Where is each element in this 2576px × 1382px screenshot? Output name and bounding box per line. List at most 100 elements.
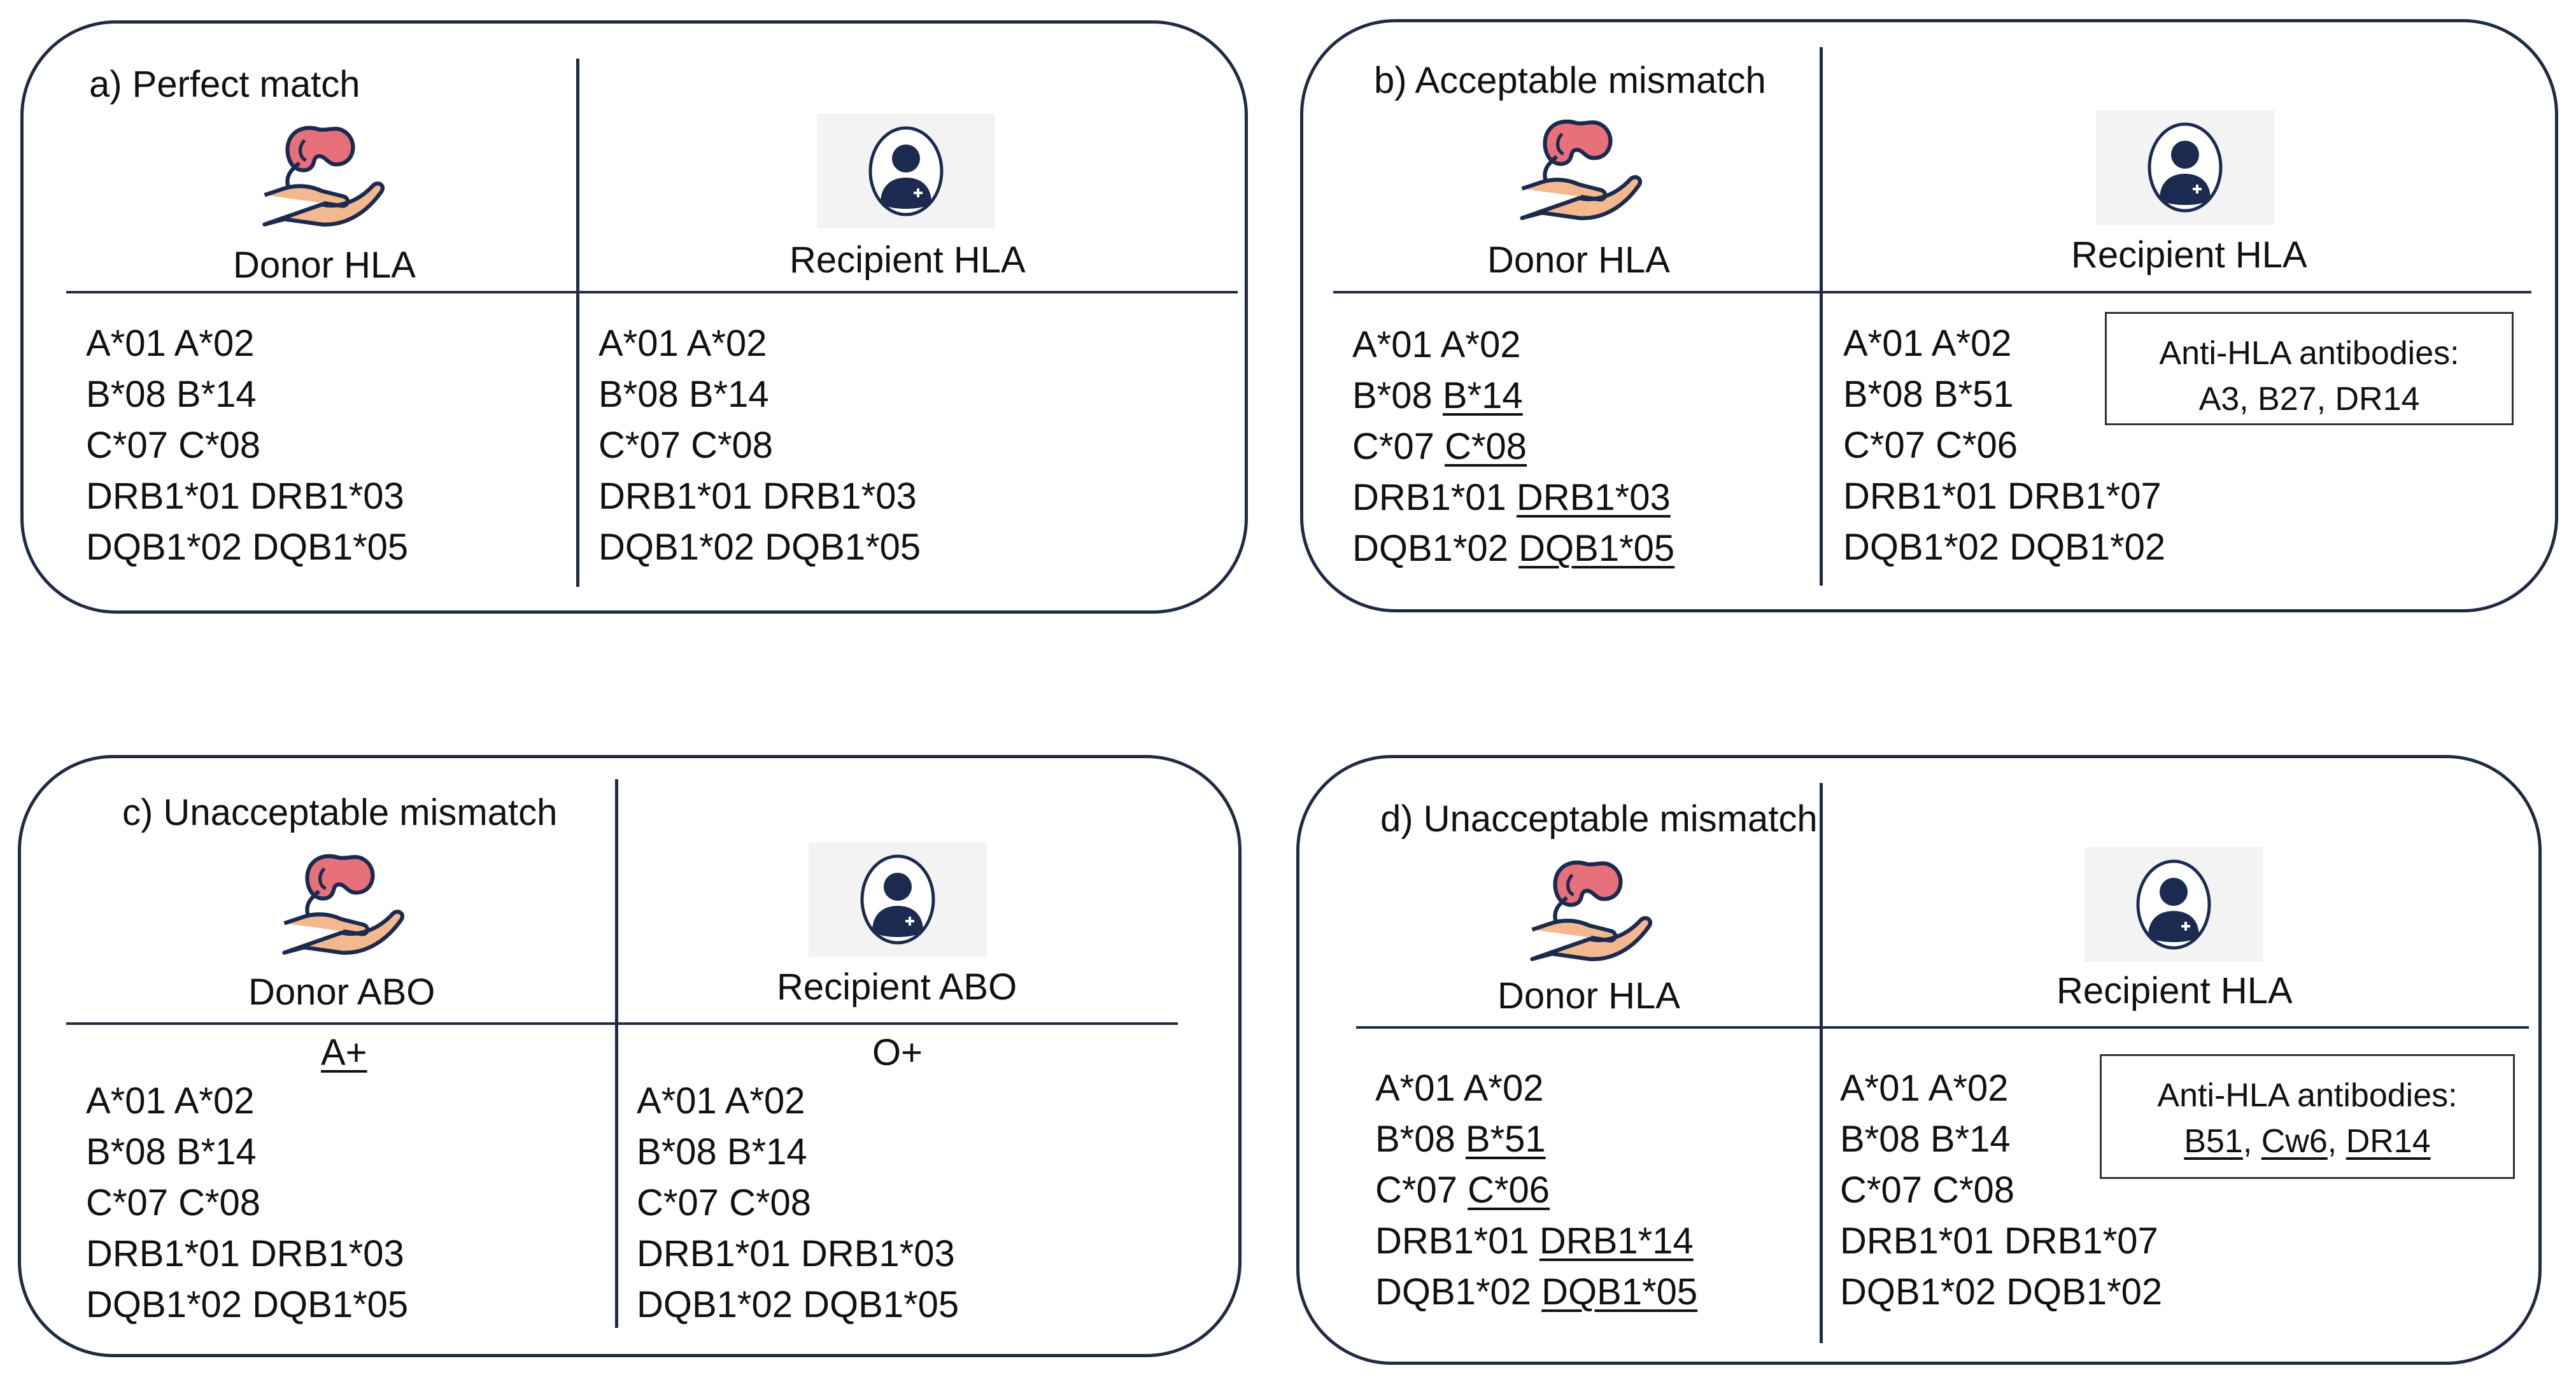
allele-text: A*01 A*02 — [1352, 324, 1521, 365]
allele-row: A*01 A*02 — [598, 318, 921, 369]
allele-row: B*08 B*14 — [86, 1127, 408, 1178]
allele-row: C*07 C*06 — [1375, 1165, 1697, 1216]
panel-c-header-rule — [66, 1022, 1178, 1025]
antibody-title: Anti-HLA antibodies: — [2157, 1077, 2458, 1114]
donor-abo: A+ — [321, 1032, 367, 1073]
allele-text: DQB1*02 DQB1*05 — [86, 526, 409, 568]
panel-c-divider — [615, 779, 618, 1328]
allele-row: A*01 A*02 — [1375, 1063, 1697, 1114]
allele-text: DRB1*01 — [1352, 477, 1517, 518]
allele-row: B*08 B*51 — [1843, 369, 2165, 420]
allele-row: B*08 B*51 — [1375, 1114, 1697, 1165]
mismatch-allele: B51 — [2184, 1123, 2243, 1160]
allele-text: DRB1*01 — [1375, 1220, 1539, 1262]
allele-text: B*08 B*14 — [86, 1131, 257, 1173]
allele-row: DQB1*02 DQB1*05 — [637, 1280, 959, 1330]
mismatch-allele: DQB1*05 — [1518, 528, 1675, 569]
allele-text: A3, B27, DR14 — [2198, 381, 2420, 418]
allele-row: DRB1*01 DRB1*03 — [598, 471, 921, 522]
allele-row: DRB1*01 DRB1*07 — [1840, 1216, 2162, 1267]
allele-text: B*08 — [1352, 375, 1443, 416]
allele-row: A*01 A*02 — [1352, 320, 1674, 370]
mismatch-allele: DRB1*03 — [1516, 477, 1671, 518]
allele-row: DQB1*02 DQB1*05 — [86, 522, 408, 573]
allele-row: A*01 A*02 — [86, 1076, 408, 1127]
panel-b-frame — [1300, 19, 2558, 612]
mismatch-allele: B*51 — [1465, 1118, 1546, 1160]
mismatch-allele: C*06 — [1468, 1169, 1550, 1211]
recipient-abo: O+ — [872, 1032, 923, 1073]
allele-row: C*07 C*08 — [637, 1178, 959, 1229]
panel-a-title: a) Perfect match — [89, 64, 360, 105]
kidney-in-hand-icon — [278, 844, 411, 965]
allele-text: A*01 A*02 — [1840, 1068, 2009, 1109]
allele-row: B*08 B*14 — [86, 369, 408, 420]
allele-row: B*08 B*14 — [598, 369, 921, 420]
allele-text: C*07 C*08 — [637, 1182, 812, 1223]
recipient-label: Recipient HLA — [2071, 234, 2307, 276]
allele-row: C*07 C*08 — [1352, 421, 1674, 472]
allele-text: B*08 B*14 — [1840, 1118, 2011, 1160]
donor-label: Donor HLA — [1487, 239, 1670, 281]
allele-row: DRB1*01 DRB1*03 — [1352, 472, 1674, 523]
allele-text: DRB1*01 DRB1*03 — [86, 476, 404, 517]
allele-text: DRB1*01 DRB1*03 — [598, 476, 917, 517]
recipient-label: Recipient HLA — [789, 239, 1026, 281]
mismatch-allele: C*08 — [1445, 426, 1527, 467]
antibody-box: Anti-HLA antibodies: B51, Cw6, DR14 — [2100, 1054, 2515, 1179]
allele-text: DQB1*02 DQB1*02 — [1843, 526, 2166, 568]
allele-text: A*01 A*02 — [86, 1080, 255, 1122]
panel-b-divider — [1820, 47, 1823, 586]
allele-text: A*01 A*02 — [637, 1080, 805, 1122]
panel-d-frame — [1296, 755, 2542, 1365]
panel-d-title: d) Unacceptable mismatch — [1380, 798, 1818, 840]
antibody-title: Anti-HLA antibodies: — [2159, 335, 2459, 372]
allele-text: C*07 C*08 — [598, 425, 774, 466]
antibody-list: A3, B27, DR14 — [2107, 376, 2512, 422]
panel-b-header-rule — [1333, 291, 2531, 293]
allele-row: DRB1*01 DRB1*03 — [86, 1229, 408, 1280]
allele-row: DQB1*02 DQB1*05 — [1352, 523, 1674, 574]
kidney-in-hand-icon — [258, 116, 392, 237]
allele-text: C*07 C*08 — [1840, 1169, 2015, 1211]
patient-avatar-icon — [809, 842, 987, 957]
antibody-box: Anti-HLA antibodies: A3, B27, DR14 — [2105, 312, 2514, 425]
patient-avatar-icon — [2084, 847, 2263, 962]
allele-row: DQB1*02 DQB1*05 — [86, 1280, 408, 1330]
allele-row: DQB1*02 DQB1*02 — [1843, 522, 2165, 573]
donor-label: Donor HLA — [233, 244, 416, 286]
mismatch-allele: B*14 — [1442, 375, 1523, 416]
allele-text: DQB1*02 DQB1*05 — [86, 1284, 409, 1325]
allele-row: A*01 A*02 — [1843, 318, 2165, 369]
allele-row: B*08 B*14 — [637, 1127, 959, 1178]
allele-text: A*01 A*02 — [86, 323, 255, 364]
allele-row: C*07 C*08 — [86, 1178, 408, 1229]
allele-text: B*08 B*51 — [1843, 374, 2014, 415]
recipient-label: Recipient HLA — [2056, 970, 2293, 1012]
allele-text: C*07 C*08 — [86, 1182, 261, 1223]
patient-avatar-icon — [2096, 109, 2274, 225]
panel-c-title: c) Unacceptable mismatch — [122, 792, 558, 833]
panel-d-divider — [1820, 783, 1823, 1343]
allele-text: A*01 A*02 — [598, 323, 767, 364]
allele-row: C*07 C*08 — [598, 420, 921, 471]
recipient-label: Recipient ABO — [777, 966, 1017, 1008]
allele-text: B*08 B*14 — [86, 374, 257, 415]
allele-text: B*08 — [1375, 1118, 1466, 1160]
panel-b-title: b) Acceptable mismatch — [1374, 60, 1766, 101]
donor-label: Donor ABO — [248, 971, 435, 1013]
mismatch-allele: Cw6 — [2261, 1123, 2328, 1160]
allele-text: DRB1*01 DRB1*03 — [86, 1233, 404, 1274]
allele-text: DRB1*01 DRB1*07 — [1843, 476, 2162, 517]
mismatch-allele: DRB1*14 — [1539, 1220, 1694, 1262]
allele-text: B*08 B*14 — [637, 1131, 807, 1173]
allele-text: B*08 B*14 — [598, 374, 769, 415]
allele-text: C*07 — [1375, 1169, 1468, 1211]
allele-row: DQB1*02 DQB1*02 — [1840, 1267, 2162, 1318]
mismatch-allele: DQB1*05 — [1541, 1271, 1698, 1313]
